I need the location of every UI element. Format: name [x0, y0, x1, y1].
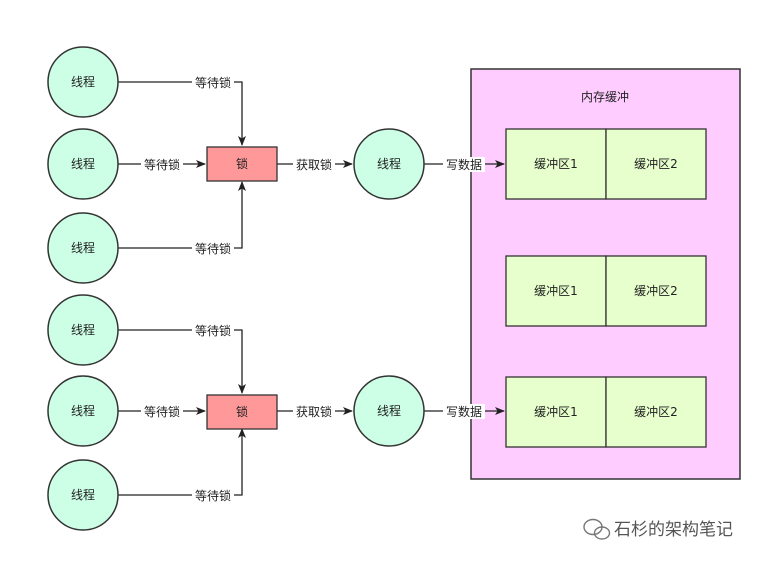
buffer-cell — [605, 128, 707, 200]
buffer-label: 缓冲区2 — [634, 156, 678, 171]
buffer-cell — [505, 376, 607, 448]
buffer-label: 缓冲区2 — [634, 404, 678, 419]
wait-connector — [118, 428, 246, 496]
watermark: 石杉的架构笔记 — [583, 518, 733, 540]
lock-label: 锁 — [236, 404, 248, 419]
thread-node: 线程 — [47, 375, 119, 447]
edge-label-write: 写数据 — [446, 404, 482, 419]
lock-node: 锁 — [206, 146, 278, 182]
thread-label: 线程 — [71, 322, 95, 337]
thread-node-writer: 线程 — [353, 128, 425, 200]
buffer-cell — [605, 255, 707, 327]
thread-label: 线程 — [71, 240, 95, 255]
edge-label-acquire: 获取锁 — [296, 404, 332, 419]
edge-label-acquire: 获取锁 — [296, 157, 332, 172]
thread-node: 线程 — [47, 212, 119, 284]
edge-label-wait: 等待锁 — [144, 157, 180, 172]
buffer-label: 缓冲区2 — [634, 283, 678, 298]
lock-node: 锁 — [206, 394, 278, 430]
buffer-cell — [605, 376, 707, 448]
wait-connector — [118, 181, 246, 249]
thread-node: 线程 — [47, 46, 119, 118]
edge-label-wait: 等待锁 — [144, 404, 180, 419]
thread-label: 线程 — [71, 487, 95, 502]
wechat-icon — [583, 518, 611, 540]
buffer-label: 缓冲区1 — [534, 404, 578, 419]
thread-label: 线程 — [71, 74, 95, 89]
thread-node: 线程 — [47, 459, 119, 531]
wait-connector — [118, 329, 246, 394]
thread-label: 线程 — [377, 156, 401, 171]
thread-label: 线程 — [377, 403, 401, 418]
edge-label-wait: 等待锁 — [195, 488, 231, 503]
lock-label: 锁 — [236, 156, 248, 171]
edge-label-write: 写数据 — [446, 157, 482, 172]
edge-label-wait: 等待锁 — [195, 323, 231, 338]
buffer-row-1: 缓冲区1 缓冲区2 — [505, 128, 707, 200]
edge-label-wait: 等待锁 — [195, 75, 231, 90]
thread-label: 线程 — [71, 156, 95, 171]
memory-buffer-title: 内存缓冲 — [581, 89, 629, 104]
thread-label: 线程 — [71, 403, 95, 418]
thread-node: 线程 — [47, 294, 119, 366]
thread-node: 线程 — [47, 128, 119, 200]
watermark-text: 石杉的架构笔记 — [614, 520, 733, 540]
buffer-label: 缓冲区1 — [534, 156, 578, 171]
thread-node-writer: 线程 — [353, 375, 425, 447]
edge-label-wait: 等待锁 — [195, 241, 231, 256]
buffer-row-3: 缓冲区1 缓冲区2 — [505, 376, 707, 448]
buffer-cell — [505, 128, 607, 200]
wait-connector — [118, 81, 246, 146]
buffer-label: 缓冲区1 — [534, 283, 578, 298]
buffer-row-2: 缓冲区1 缓冲区2 — [505, 255, 707, 327]
buffer-cell — [505, 255, 607, 327]
